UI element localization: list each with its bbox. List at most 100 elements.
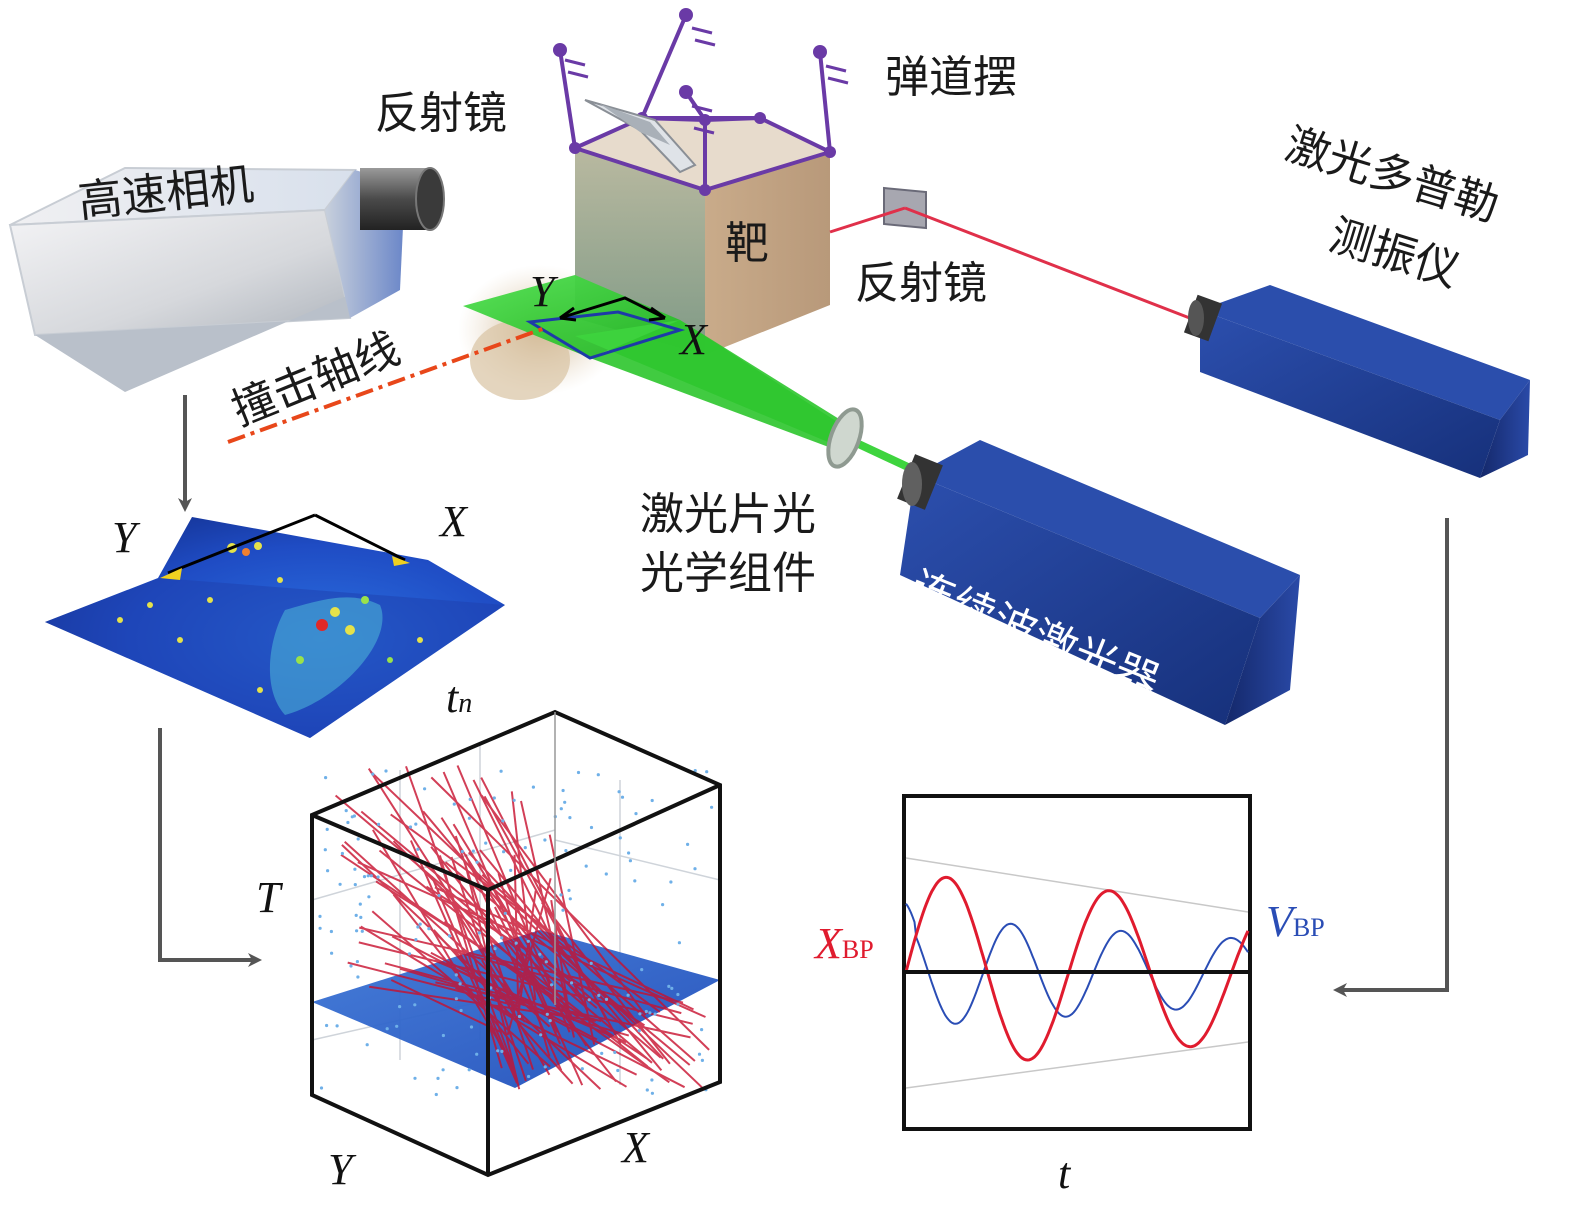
trajectory-line: [367, 768, 519, 1003]
box-y-axis-label: Y: [328, 1145, 353, 1194]
v-bp-legend: VBP: [1266, 900, 1325, 944]
image-frame-tn: [45, 513, 505, 738]
particle-dot: [693, 769, 697, 773]
particle-dot: [617, 790, 621, 794]
particle-dot: [358, 902, 362, 906]
particle-dot: [427, 927, 431, 931]
reflector-top-label: 反射镜: [375, 88, 507, 139]
trajectory-line: [472, 779, 588, 1011]
particle-dot: [329, 929, 333, 934]
particle-dot: [356, 837, 360, 841]
particle-dot: [344, 809, 348, 813]
particle-dot: [564, 849, 568, 853]
particle-dot: [561, 788, 565, 793]
particle-dot: [543, 1065, 547, 1069]
particle-dot: [503, 911, 507, 915]
trajectory-line: [480, 794, 647, 1016]
particle-dot: [367, 895, 371, 899]
particle-dot: [371, 772, 375, 776]
particle-dot: [416, 847, 420, 851]
particle-dot: [319, 1086, 324, 1090]
trajectory-line: [372, 829, 508, 1055]
x-bp-legend: XBP: [815, 922, 874, 966]
camera-lens-icon: [360, 167, 445, 231]
pendulum-response-plot: [902, 794, 1252, 1131]
particle-dot: [648, 1011, 652, 1015]
particle-dot: [589, 825, 594, 830]
particle-dot: [596, 773, 600, 777]
particle-dot: [434, 1092, 438, 1097]
particle-dot: [418, 922, 422, 926]
particle-dot: [587, 998, 591, 1002]
trajectory-line: [513, 854, 520, 1019]
particle-dot: [628, 859, 633, 863]
frame-time-label: tn: [446, 676, 472, 720]
particle-dot: [670, 986, 674, 991]
scene-y-axis-label: Y: [530, 267, 555, 316]
particle-dot: [384, 769, 388, 773]
particle-dot: [467, 1068, 471, 1072]
particle-dot: [350, 815, 354, 819]
particle-dot: [597, 993, 601, 998]
flow-arrows: [158, 395, 1449, 997]
particle-dot: [468, 797, 472, 802]
trajectory-line: [497, 872, 551, 1057]
particle-dot: [477, 931, 481, 935]
scene-x-axis-label: X: [680, 315, 707, 364]
particle-dot: [539, 1033, 543, 1037]
particle-dot: [645, 1088, 649, 1092]
sheet-optics-label-line2: 光学组件: [640, 548, 816, 599]
v-bp-subscript: BP: [1292, 913, 1325, 942]
trajectory-line: [434, 886, 694, 1011]
particle-dot: [469, 1025, 474, 1029]
reflector-right-label: 反射镜: [855, 258, 987, 309]
particle-dot: [613, 1050, 617, 1054]
particle-dot: [475, 1052, 479, 1056]
particle-dot: [548, 1019, 552, 1023]
laser-sheet: [463, 275, 912, 472]
particle-dot: [567, 888, 571, 893]
trajectory-line: [433, 929, 574, 1085]
particle-dot: [563, 800, 567, 804]
particle-dot: [323, 848, 327, 852]
particle-dot: [452, 802, 456, 806]
particle-dot: [493, 947, 497, 951]
particle-dot: [600, 1051, 604, 1055]
particle-dot: [517, 1014, 522, 1019]
particle-dot: [330, 951, 334, 955]
pendulum-suspension-icons: [564, 26, 849, 135]
x-bp-subscript: BP: [841, 935, 874, 964]
particle-dot: [710, 805, 714, 809]
laser-doppler-vibrometer: [1183, 285, 1530, 478]
particle-dot: [467, 816, 471, 820]
particle-dot: [338, 882, 342, 886]
particle-dot: [413, 1003, 417, 1007]
particle-dot: [454, 997, 458, 1001]
particle-dot: [398, 1005, 402, 1009]
ldv-laser-beam: [829, 206, 1201, 324]
particle-dot: [693, 867, 697, 871]
particle-dot: [360, 929, 364, 933]
trajectory-line: [344, 841, 551, 1028]
particle-dot: [676, 1002, 680, 1006]
vibrometer-lens-icon: [1183, 294, 1223, 342]
particle-dot: [324, 776, 328, 780]
particle-dot: [441, 1033, 445, 1038]
particle-dot: [637, 1029, 641, 1033]
particle-dot: [514, 941, 518, 945]
particle-dot: [340, 851, 344, 856]
particle-dot: [355, 960, 359, 964]
particle-dot: [408, 825, 413, 829]
v-bp-symbol: V: [1266, 897, 1293, 946]
trajectory-box: [310, 709, 722, 1178]
particle-dot: [414, 938, 418, 942]
box-t-axis-label: T: [256, 873, 281, 922]
particle-dot: [436, 1076, 440, 1080]
target-label: 靶: [725, 218, 769, 269]
ballistic-pendulum-label: 弹道摆: [885, 52, 1017, 103]
frame-x-axis-label: X: [440, 497, 467, 546]
frame-axis-arrows: [167, 513, 406, 575]
impact-axis-line: [227, 326, 546, 444]
particle-dot: [369, 874, 373, 878]
